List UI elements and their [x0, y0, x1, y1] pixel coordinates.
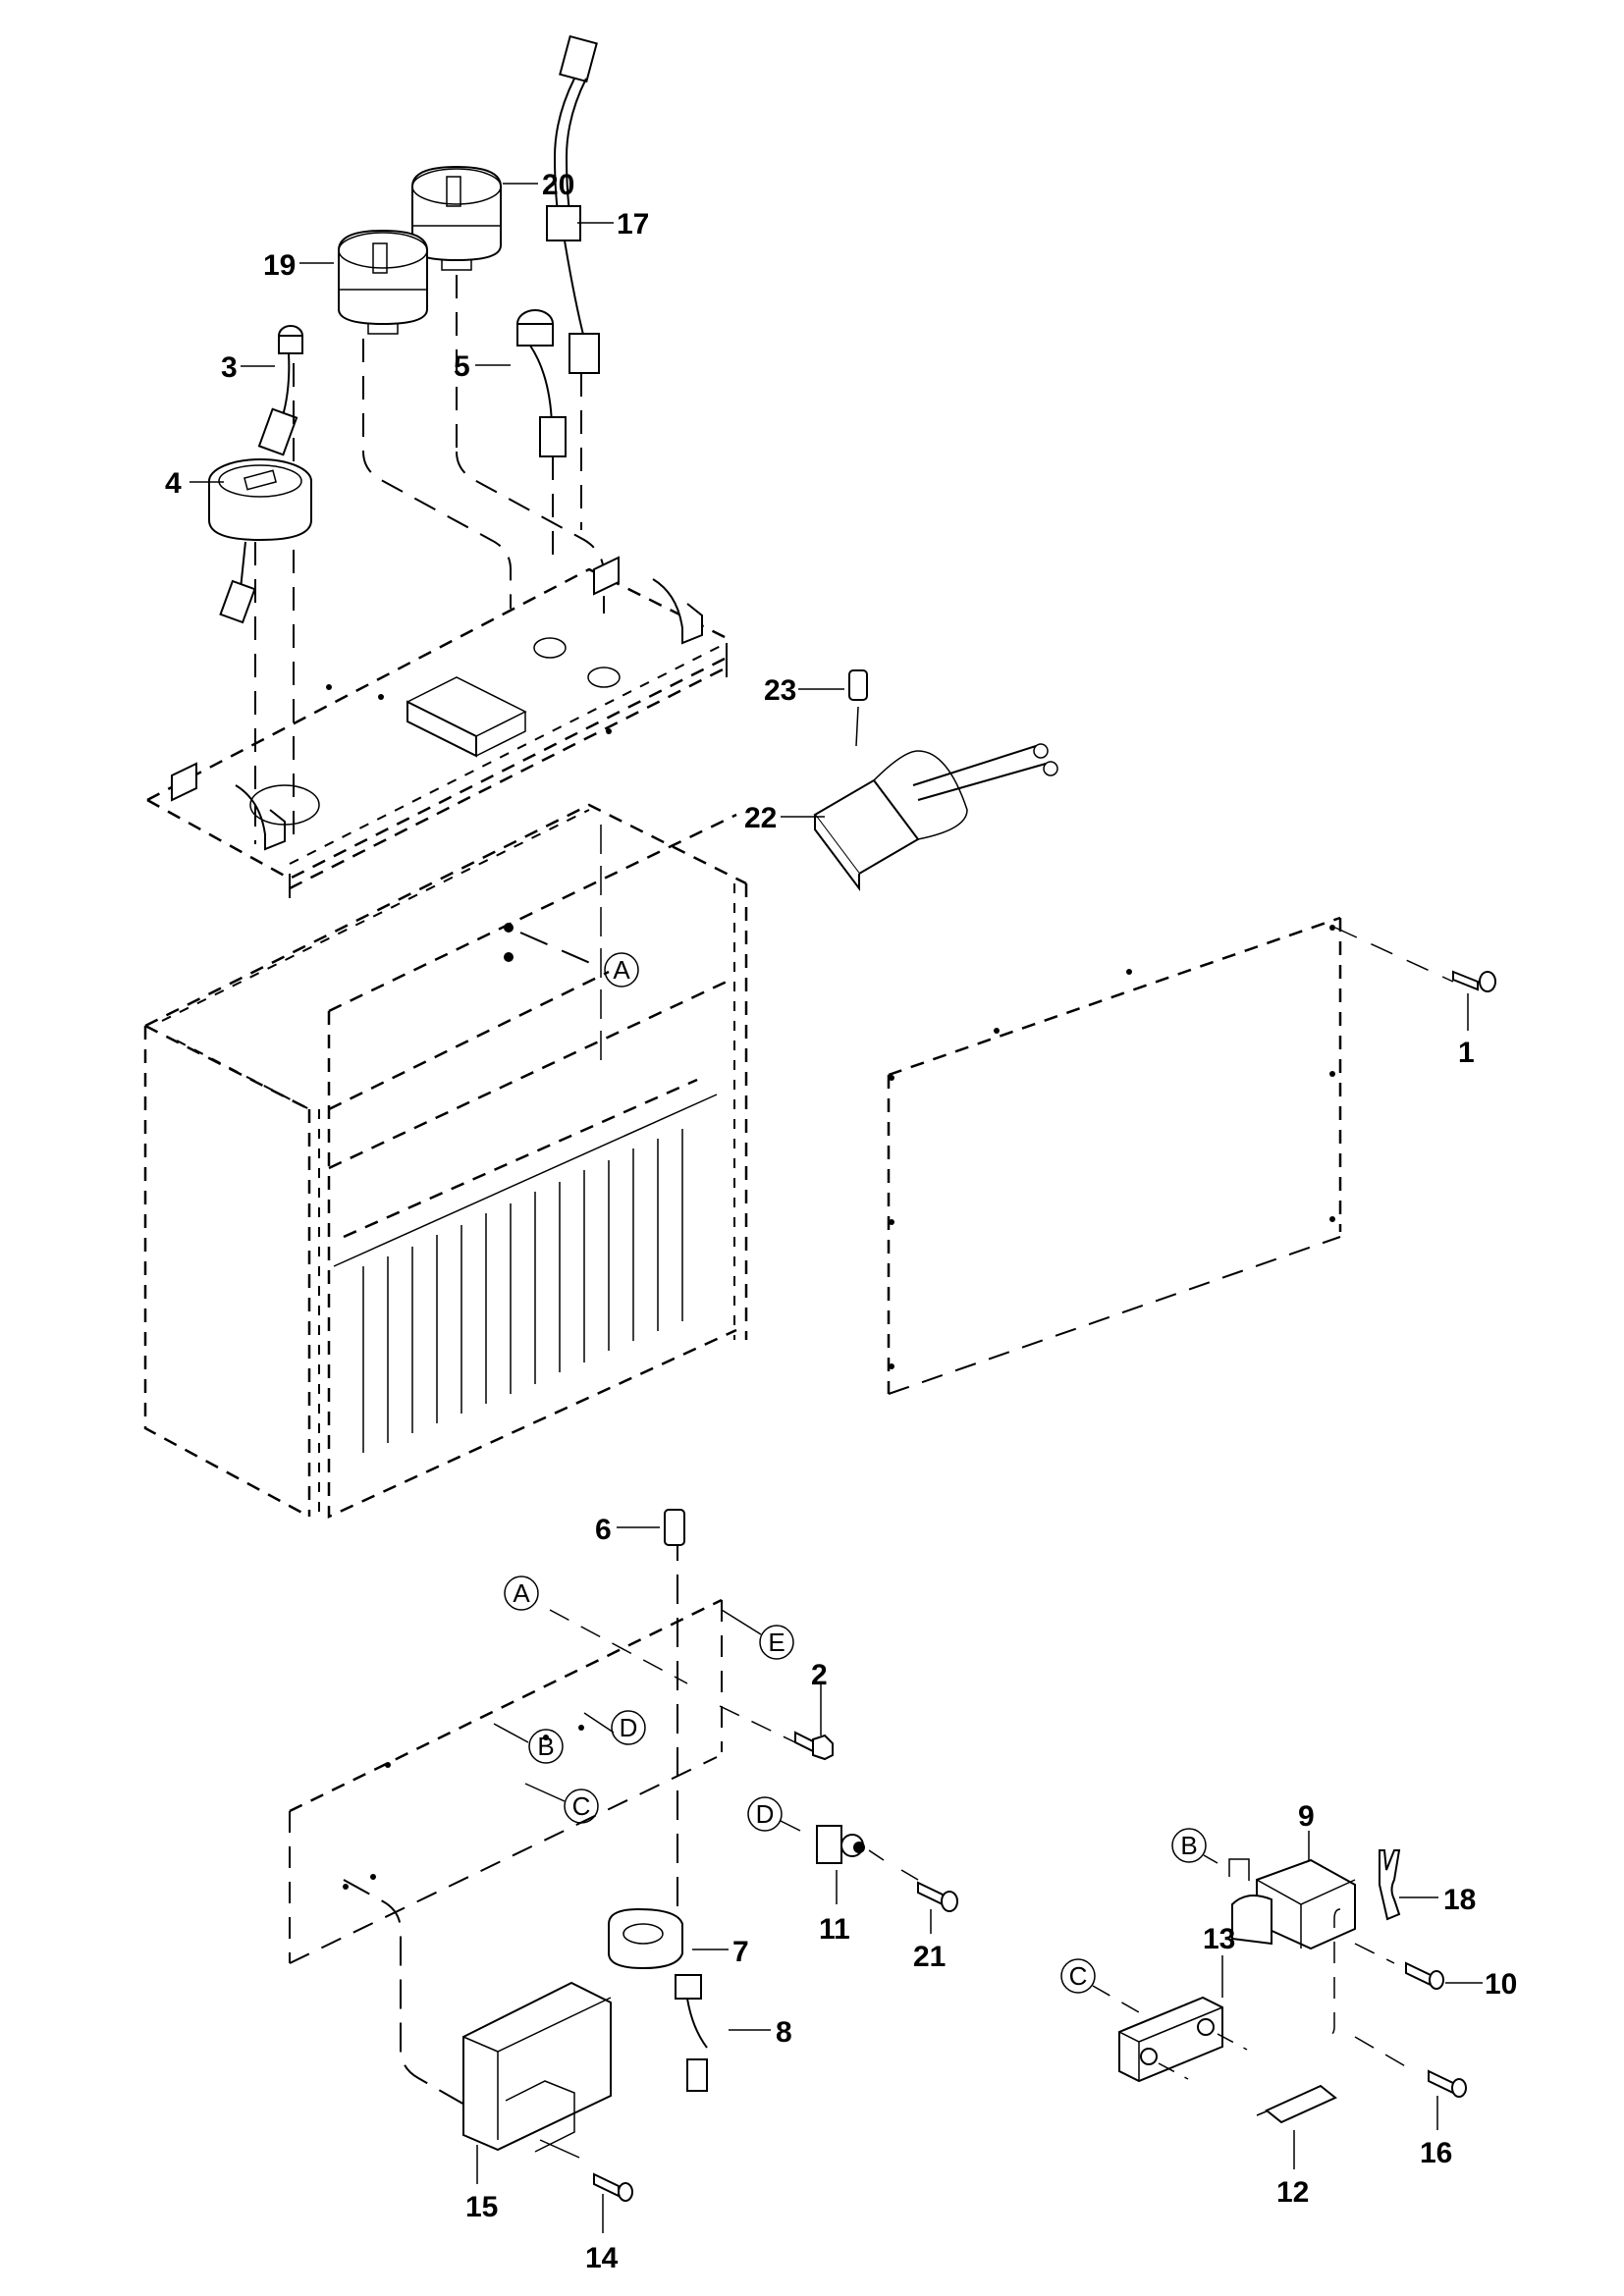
part-5-sensor [516, 309, 567, 560]
part-3-switch [257, 325, 303, 834]
callout-11: 11 [819, 1913, 850, 1946]
ref-marker-a-upper: A [604, 952, 639, 988]
callout-21: 21 [913, 1941, 946, 1973]
part-6-screw [664, 1509, 685, 1546]
leader-path-10 [1354, 1943, 1395, 1964]
part-10-screw [1405, 1961, 1444, 1990]
part-7-ferrite [608, 1907, 683, 1970]
ref-marker-c-bracket: C [524, 1783, 599, 1824]
ref-marker-d-part11: D [747, 1796, 801, 1832]
svg-text:A: A [513, 1578, 530, 1608]
ref-marker-d-bracket: D [583, 1710, 646, 1745]
callout-7: 7 [732, 1936, 749, 1968]
svg-text:A: A [613, 955, 630, 985]
callout-19: 19 [263, 249, 296, 282]
mounting-bracket [289, 1531, 796, 2118]
assembly-path-20 [456, 451, 605, 614]
ref-marker-e: E [721, 1609, 794, 1660]
relay-assembly-path [1324, 1908, 1341, 2038]
part-9-relay [1228, 1858, 1356, 1950]
callout-9: 9 [1298, 1800, 1315, 1833]
ref-marker-b-bracket: B [493, 1723, 564, 1764]
callout-13: 13 [1203, 1923, 1235, 1955]
callout-10: 10 [1485, 1968, 1517, 2001]
callout-8: 8 [776, 2016, 792, 2049]
callout-4: 4 [165, 467, 182, 500]
part-16-screw [1354, 2036, 1467, 2130]
ref-marker-c-relay: C [1060, 1958, 1140, 2013]
svg-text:B: B [1180, 1831, 1197, 1860]
part-18-terminal [1379, 1849, 1401, 1921]
svg-text:D: D [620, 1713, 638, 1742]
svg-text:C: C [572, 1791, 591, 1821]
callout-23: 23 [764, 674, 796, 707]
ref-marker-a-lower: A [504, 1575, 539, 1611]
callout-12: 12 [1276, 2176, 1309, 2209]
callout-17: 17 [617, 208, 649, 240]
part-15-module [462, 1981, 612, 2184]
part-4-gauge [208, 458, 312, 844]
part-23-screw [848, 669, 868, 747]
part-21-screw [900, 1869, 958, 1934]
part-14-screw [539, 2139, 633, 2233]
part-13-circuit-breaker [1118, 1996, 1248, 2083]
callout-5: 5 [454, 350, 470, 383]
part-8-harness [675, 1974, 708, 2092]
callout-1: 1 [1458, 1037, 1475, 1069]
part-2-bolt [794, 1683, 834, 1761]
top-cover-panel [146, 556, 728, 898]
part-1-screw [1452, 970, 1496, 1031]
part-20-plug [411, 165, 502, 452]
callout-6: 6 [595, 1514, 612, 1546]
part-17-cable [546, 34, 600, 530]
callout-3: 3 [221, 351, 238, 384]
svg-text:E: E [768, 1628, 785, 1657]
callout-20: 20 [542, 169, 574, 201]
svg-text:B: B [537, 1732, 554, 1761]
callout-22: 22 [744, 802, 777, 834]
svg-text:C: C [1069, 1961, 1088, 1991]
main-cabinet [143, 803, 748, 1519]
callout-2: 2 [811, 1659, 828, 1691]
part-22-connector [813, 743, 1058, 891]
callout-14: 14 [585, 2242, 619, 2274]
side-panel [887, 916, 1454, 1395]
svg-text:D: D [756, 1799, 775, 1829]
callout-16: 16 [1420, 2137, 1452, 2169]
callout-15: 15 [465, 2191, 498, 2223]
part-19-plug [338, 229, 512, 609]
callout-18: 18 [1443, 1884, 1476, 1916]
part-12-fuse [1256, 2084, 1337, 2169]
ref-marker-b-relay: B [1171, 1828, 1218, 1864]
part-11-bushing [816, 1825, 885, 1904]
